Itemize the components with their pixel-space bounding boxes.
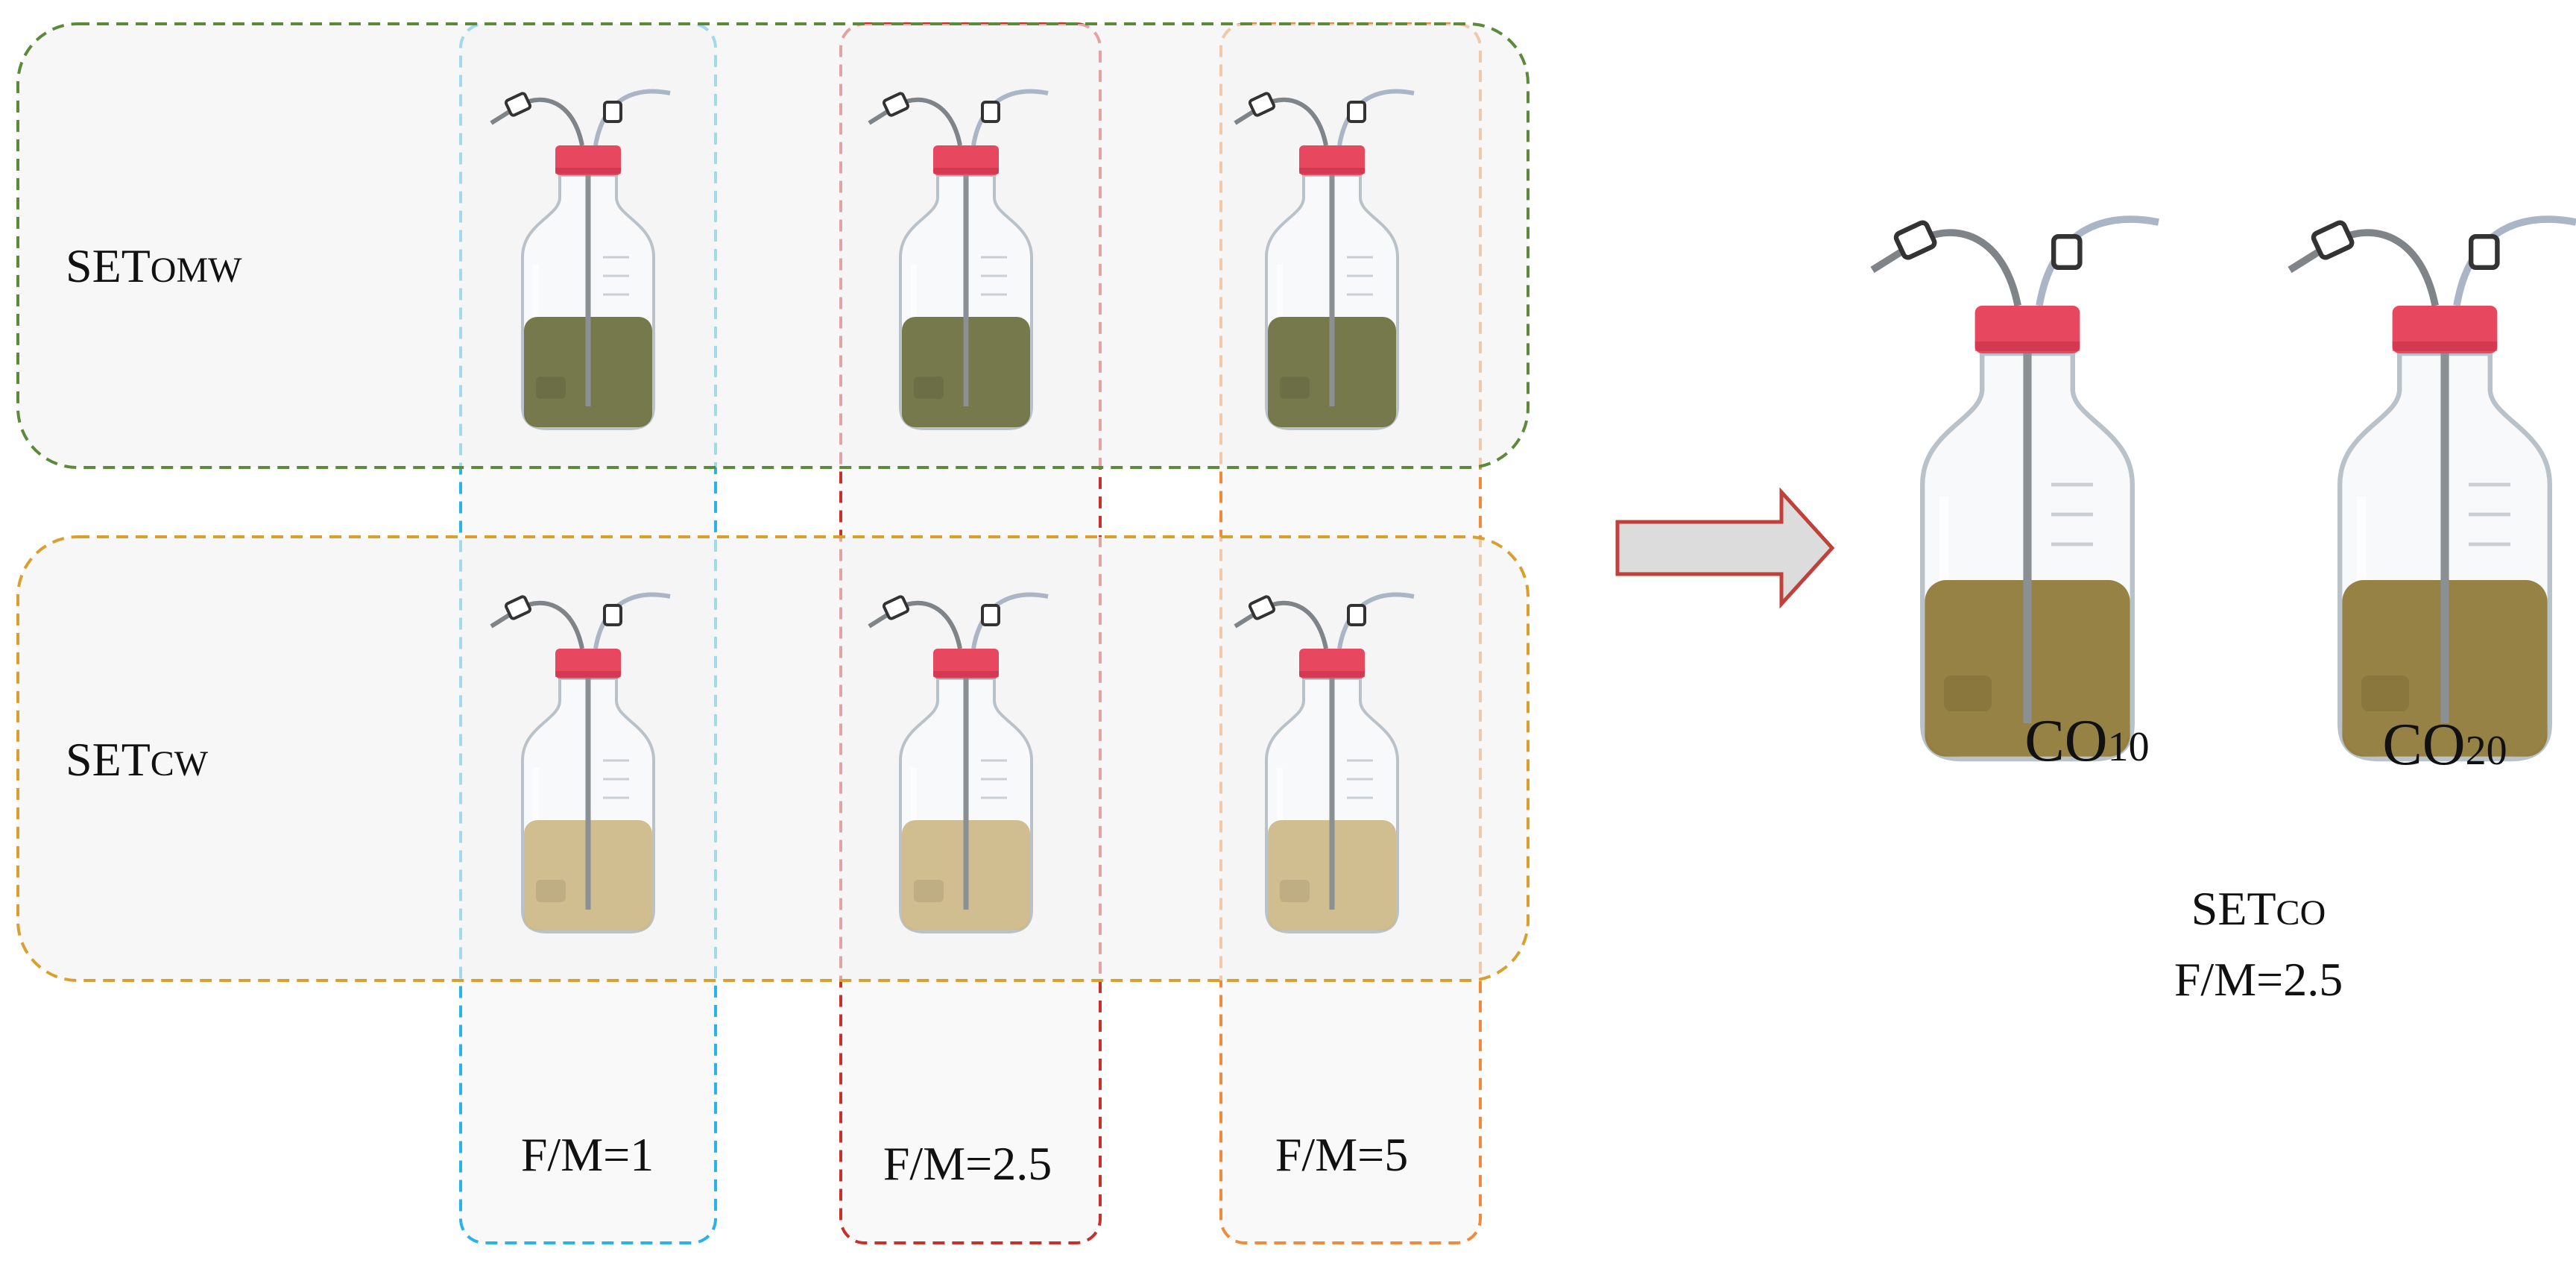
right-arrow-icon [1615,487,1835,609]
bottle-cw-1 [490,592,671,932]
column-label-fm1: F/M=1 [521,1128,654,1181]
bottle-cw-2 [868,592,1049,932]
bottle-omw-2 [868,89,1049,429]
bottle-label-co10: CO10 [2024,708,2149,774]
bottle-omw-1 [490,89,671,429]
set-co-fm-label: F/M=2.5 [2174,953,2343,1006]
bottle-co10 [1870,215,2159,759]
column-label-fm5: F/M=5 [1275,1128,1408,1181]
set-cw-box [16,535,1530,982]
column-label-fm25: F/M=2.5 [883,1137,1052,1190]
set-omw-box [16,22,1530,469]
set-omw-label: SETOMW [66,239,242,292]
bottle-omw-3 [1234,89,1415,429]
bottle-co20 [2288,215,2576,759]
set-cw-label: SETCW [66,733,209,786]
bottle-cw-3 [1234,592,1415,932]
bottle-label-co20: CO20 [2382,712,2507,778]
set-co-label: SETCO [2191,882,2326,935]
